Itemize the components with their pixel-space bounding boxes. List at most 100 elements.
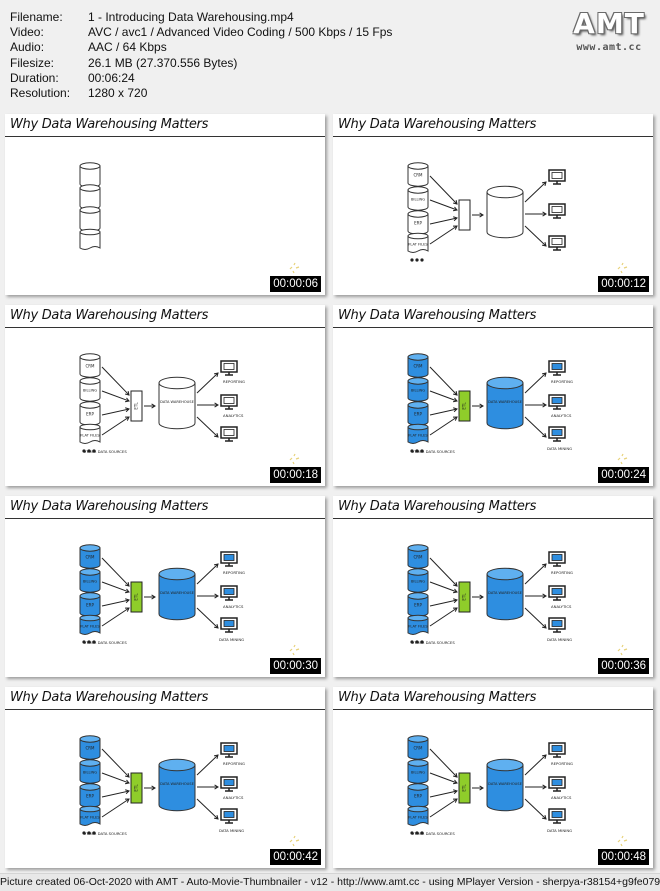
erp-database: ERP bbox=[79, 592, 101, 617]
thumbnail-frame[interactable]: Why Data Warehousing Matters 00:00:06 bbox=[5, 114, 325, 295]
more-sources-dots bbox=[410, 258, 424, 262]
logo-url: www.amt.cc bbox=[576, 42, 642, 53]
logo-text: AMT bbox=[573, 7, 645, 40]
arrow bbox=[429, 772, 458, 785]
other-sources-label: OTHER DATA SOURCES bbox=[83, 640, 127, 645]
arrow bbox=[525, 784, 547, 790]
crm-database: CRM bbox=[407, 162, 429, 187]
arrow bbox=[429, 216, 458, 225]
timestamp: 00:00:42 bbox=[270, 849, 321, 865]
etl-box: ETL bbox=[458, 390, 471, 422]
reporting-monitor bbox=[548, 551, 566, 567]
arrow bbox=[472, 403, 484, 409]
more-sources-dots bbox=[410, 831, 424, 835]
flat-files-icon: FLAT FILES bbox=[407, 232, 429, 253]
info-value: 26.1 MB (27.370.556 Bytes) bbox=[88, 55, 238, 70]
crm-database-label: CRM bbox=[413, 173, 423, 178]
info-key: Duration: bbox=[10, 70, 59, 85]
other-sources-label: OTHER DATA SOURCES bbox=[83, 449, 127, 454]
arrow bbox=[429, 798, 458, 818]
reporting-label: REPORTING bbox=[551, 379, 573, 384]
billing-database: BILLING bbox=[407, 186, 429, 211]
arrow bbox=[524, 372, 547, 394]
reporting-monitor bbox=[548, 742, 566, 758]
title-divider bbox=[333, 327, 653, 328]
erp-database: ERP bbox=[407, 783, 429, 808]
arrow bbox=[472, 212, 484, 218]
arrow bbox=[472, 594, 484, 600]
timestamp: 00:00:06 bbox=[270, 276, 321, 292]
billing-database-label: BILLING bbox=[83, 771, 97, 775]
erp-database-label: ERP bbox=[86, 794, 94, 799]
arrow bbox=[429, 557, 458, 587]
data-warehouse-diagram bbox=[79, 162, 101, 250]
title-divider bbox=[333, 136, 653, 137]
crm-database: CRM bbox=[407, 735, 429, 760]
analytics-monitor bbox=[548, 776, 566, 792]
arrow bbox=[429, 789, 458, 798]
arrow bbox=[101, 581, 130, 594]
arrow bbox=[101, 748, 130, 778]
erp-database-label: ERP bbox=[414, 794, 422, 799]
arrow bbox=[196, 563, 219, 585]
flat-files-icon: FLAT FILES bbox=[79, 423, 101, 444]
info-key: Resolution: bbox=[10, 86, 71, 101]
arrow bbox=[196, 754, 219, 776]
flat-files-icon: FLAT FILES bbox=[79, 805, 101, 826]
data-mining-monitor bbox=[220, 808, 238, 824]
analytics-monitor bbox=[548, 394, 566, 410]
flat-files-icon: FLAT FILES bbox=[407, 805, 429, 826]
data-mining-label: DATA MINING bbox=[219, 828, 244, 833]
reporting-monitor bbox=[220, 742, 238, 758]
arrow bbox=[524, 563, 547, 585]
timestamp: 00:00:30 bbox=[270, 658, 321, 674]
crm-database: CRM bbox=[79, 544, 101, 569]
crm-database-label: CRM bbox=[85, 746, 95, 751]
arrow bbox=[196, 416, 219, 438]
flat-files-label: FLAT FILES bbox=[80, 624, 100, 628]
erp-database: ERP bbox=[407, 210, 429, 235]
arrow bbox=[197, 784, 219, 790]
arrow bbox=[429, 175, 458, 205]
arrow bbox=[197, 593, 219, 599]
data-mining-label: DATA MINING bbox=[219, 637, 244, 642]
sparkle-icon bbox=[617, 453, 628, 465]
timestamp: 00:00:36 bbox=[598, 658, 649, 674]
slide-title: Why Data Warehousing Matters bbox=[338, 690, 537, 705]
warehouse-label: DATA WAREHOUSE bbox=[488, 400, 522, 404]
analytics-monitor bbox=[548, 203, 566, 219]
data-mining-label: DATA MINING bbox=[547, 446, 572, 451]
etl-box bbox=[458, 199, 471, 231]
data-mining-monitor bbox=[548, 617, 566, 633]
reporting-label: REPORTING bbox=[223, 761, 245, 766]
slide-title: Why Data Warehousing Matters bbox=[10, 117, 209, 132]
data-warehouse bbox=[486, 758, 524, 812]
analytics-monitor bbox=[548, 585, 566, 601]
analytics-monitor bbox=[220, 394, 238, 410]
arrow bbox=[144, 403, 156, 409]
arrow bbox=[101, 607, 130, 627]
more-sources-dots bbox=[410, 449, 424, 453]
crm-database-label: CRM bbox=[85, 555, 95, 560]
billing-database bbox=[79, 184, 101, 210]
arrow bbox=[429, 199, 458, 212]
info-value: 00:06:24 bbox=[88, 70, 135, 85]
info-row: Duration: 00:06:24 bbox=[10, 71, 392, 86]
flat-files-label: FLAT FILES bbox=[408, 815, 428, 819]
erp-database: ERP bbox=[407, 592, 429, 617]
data-warehouse bbox=[486, 376, 524, 430]
title-divider bbox=[5, 327, 325, 328]
reporting-label: REPORTING bbox=[551, 761, 573, 766]
footer-credit: Picture created 06-Oct-2020 with AMT - A… bbox=[0, 873, 660, 891]
billing-database-label: BILLING bbox=[411, 771, 425, 775]
erp-database-label: ERP bbox=[414, 603, 422, 608]
